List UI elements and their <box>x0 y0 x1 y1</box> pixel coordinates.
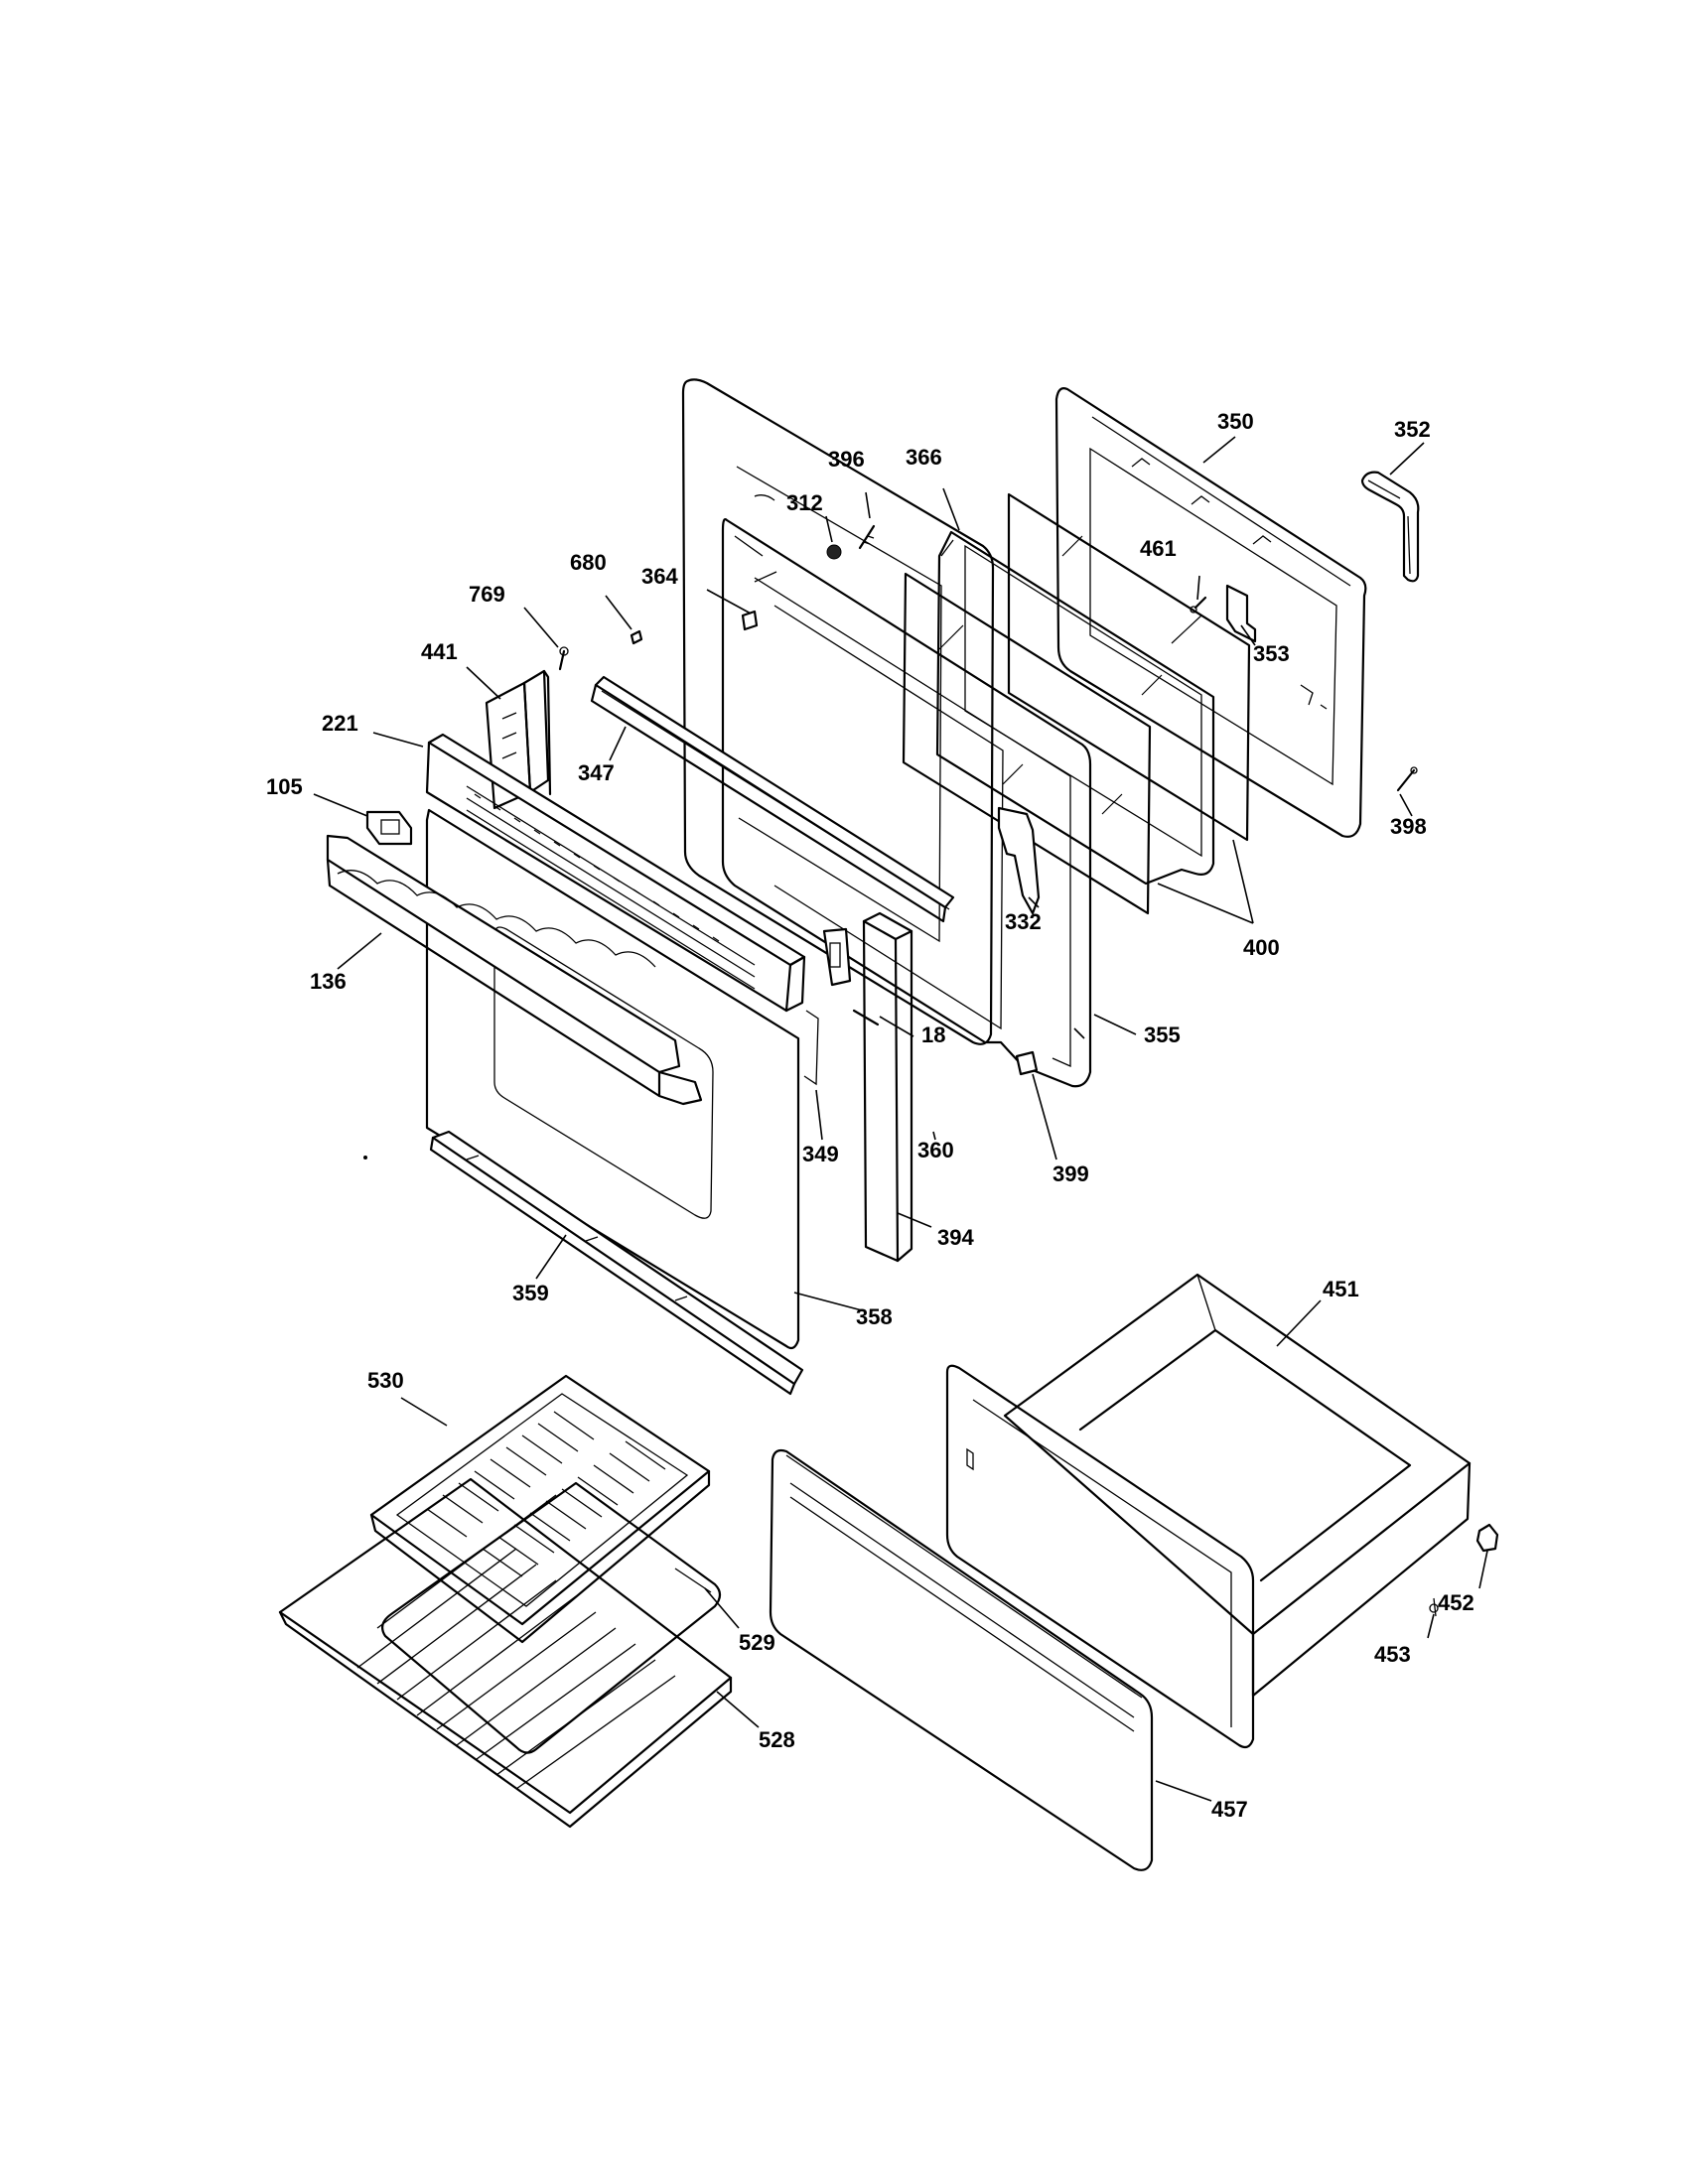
label-399: 399 <box>1052 1161 1089 1186</box>
part-680-clip <box>630 629 643 645</box>
part-136-door-handle <box>326 834 703 1106</box>
label-355: 355 <box>1144 1023 1181 1047</box>
part-347-door-top-channel <box>590 675 955 923</box>
label-529: 529 <box>739 1630 775 1655</box>
label-350: 350 <box>1217 409 1254 434</box>
part-400-glass-pack-rear <box>1007 492 1251 842</box>
part-side-hinge-plate <box>822 927 852 987</box>
label-398: 398 <box>1390 814 1427 839</box>
label-400: 400 <box>1243 935 1280 960</box>
label-136: 136 <box>310 969 347 994</box>
part-221-door-vent-trim <box>425 733 806 1013</box>
part-394-door-side-trim <box>862 911 913 1263</box>
part-453-screw <box>1429 1597 1439 1617</box>
label-441: 441 <box>421 639 458 664</box>
part-18-screw <box>852 1009 880 1026</box>
label-528: 528 <box>759 1727 795 1752</box>
part-labels: 350 352 396 312 366 364 680 461 353 769 … <box>266 409 1474 1822</box>
part-349-door-insulation <box>803 1010 819 1086</box>
part-360-inner-door-panel <box>681 378 995 1045</box>
leader-lines <box>313 436 1488 1802</box>
label-451: 451 <box>1323 1277 1359 1301</box>
label-360: 360 <box>917 1138 954 1162</box>
part-drawer-front-liner <box>945 1364 1255 1749</box>
label-105: 105 <box>266 774 303 799</box>
part-399-clip <box>1015 1050 1039 1076</box>
label-353: 353 <box>1253 641 1290 666</box>
label-221: 221 <box>322 711 358 736</box>
part-530-broiler-pan-grid <box>369 1374 711 1644</box>
part-332-door-insulation-block <box>997 806 1041 915</box>
label-530: 530 <box>367 1368 404 1393</box>
label-312: 312 <box>786 490 823 515</box>
label-396: 396 <box>828 447 865 472</box>
part-366-glass-frame <box>935 530 1215 886</box>
part-452-drawer-glide-cap <box>1475 1523 1499 1553</box>
part-105-handle-end-cap <box>365 810 413 846</box>
label-349: 349 <box>802 1142 839 1166</box>
part-355-inner-door-liner <box>721 518 1092 1088</box>
part-312-washer <box>826 544 842 560</box>
label-364: 364 <box>641 564 678 589</box>
part-398-screw <box>1396 766 1418 792</box>
label-18: 18 <box>921 1023 945 1047</box>
part-769-screw <box>558 646 569 671</box>
label-366: 366 <box>906 445 942 470</box>
part-451-drawer-box <box>1003 1273 1472 1698</box>
label-347: 347 <box>578 760 615 785</box>
part-359-door-bottom-trim <box>429 1130 804 1396</box>
part-528-oven-rack <box>278 1477 733 1829</box>
label-332: 332 <box>1005 909 1042 934</box>
scan-dot <box>363 1156 367 1160</box>
label-452: 452 <box>1438 1590 1474 1615</box>
label-680: 680 <box>570 550 607 575</box>
label-769: 769 <box>469 582 505 607</box>
part-352-door-gasket <box>1360 471 1420 583</box>
part-457-drawer-front-panel <box>769 1448 1154 1871</box>
part-400-glass-pack-front <box>902 572 1152 915</box>
part-350-door-back-panel <box>1054 387 1367 838</box>
label-358: 358 <box>856 1304 893 1329</box>
part-353-hinge-bracket <box>1225 584 1257 643</box>
part-364-spacer <box>741 610 759 631</box>
label-461: 461 <box>1140 536 1177 561</box>
label-359: 359 <box>512 1281 549 1305</box>
label-457: 457 <box>1211 1797 1248 1822</box>
label-453: 453 <box>1374 1642 1411 1667</box>
label-394: 394 <box>937 1225 974 1250</box>
label-352: 352 <box>1394 417 1431 442</box>
